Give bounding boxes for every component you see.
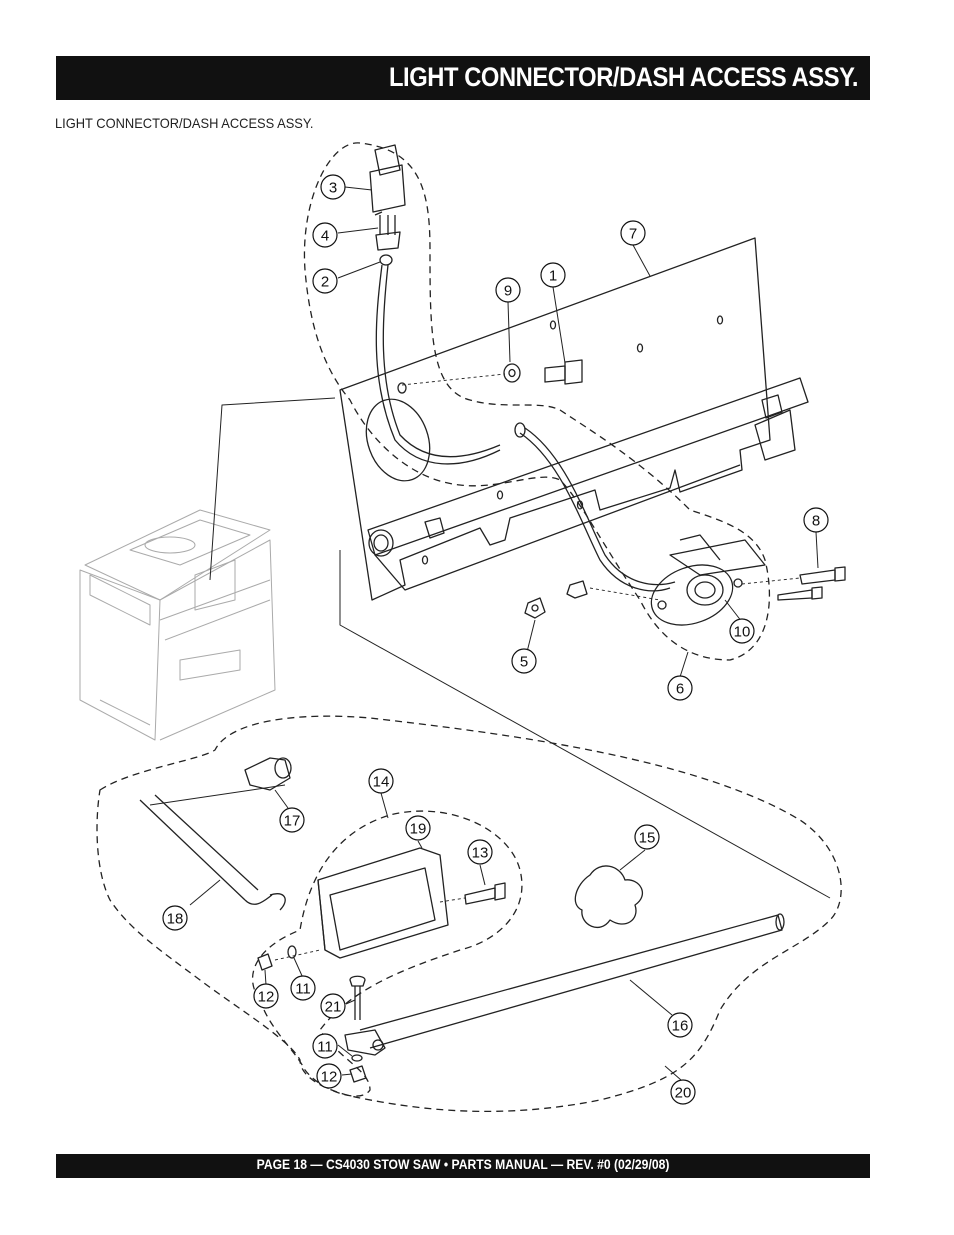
callout-circle (316, 1063, 342, 1089)
callout-12a: 12 (253, 983, 279, 1009)
callout-number: 14 (373, 774, 390, 791)
callout-10: 10 (729, 618, 755, 644)
callout-number: 6 (676, 681, 684, 698)
callout-number: 16 (672, 1018, 689, 1035)
callout-13: 13 (467, 839, 493, 865)
callout-14: 14 (368, 768, 394, 794)
callout-17: 17 (279, 807, 305, 833)
callout-circle (279, 807, 305, 833)
callout-number: 7 (629, 226, 637, 243)
screw-8-drawing (799, 569, 836, 585)
footer-text: PAGE 18 — CS4030 STOW SAW • PARTS MANUAL… (256, 1157, 670, 1172)
callout-circle (803, 507, 829, 533)
callout-3: 3 (320, 174, 346, 200)
callout-circle (540, 262, 566, 288)
bolt-1-drawing (544, 365, 566, 383)
callout-number: 8 (812, 513, 820, 530)
callout-number: 2 (321, 274, 329, 291)
callout-circle (729, 618, 755, 644)
callout-number: 3 (329, 180, 337, 197)
lower-kit-boundary (96, 715, 842, 1113)
callout-circle (511, 648, 537, 674)
callout-circle (320, 174, 346, 200)
callout-number: 15 (639, 830, 656, 847)
callout-number: 21 (325, 999, 342, 1016)
header-bar: LIGHT CONNECTOR/DASH ACCESS ASSY. (56, 56, 870, 100)
wire-assembly-boundary (303, 142, 771, 661)
callout-number: 1 (549, 268, 557, 285)
washer-9-drawing (503, 363, 521, 383)
nut-5-drawing (524, 597, 546, 619)
callout-circle (312, 222, 338, 248)
callout-circle (467, 839, 493, 865)
screw-13-drawing (464, 887, 496, 905)
callout-circle (320, 993, 346, 1019)
callout-6: 6 (667, 675, 693, 701)
frame-leader-line (209, 397, 336, 581)
callout-circle (670, 1079, 696, 1105)
callout-number: 10 (734, 624, 751, 641)
callout-1: 1 (540, 262, 566, 288)
callout-18: 18 (162, 905, 188, 931)
callout-circle (312, 1033, 338, 1059)
callout-circle (667, 1012, 693, 1038)
callout-21: 21 (320, 993, 346, 1019)
page-title: LIGHT CONNECTOR/DASH ACCESS ASSY. (388, 62, 859, 92)
connector-17-drawing (244, 757, 291, 791)
bolt-21-drawing (349, 975, 366, 987)
callout-circle (634, 824, 660, 850)
footer-bar: PAGE 18 — CS4030 STOW SAW • PARTS MANUAL… (56, 1154, 870, 1178)
callout-circle (495, 277, 521, 303)
nut-12-upper-drawing (257, 953, 273, 971)
callout-number: 9 (504, 283, 512, 300)
knob-15-drawing (574, 865, 644, 929)
callout-number: 20 (675, 1085, 692, 1102)
callout-11b: 11 (312, 1033, 338, 1059)
bezel-19-drawing (317, 847, 449, 959)
callout-circle (667, 675, 693, 701)
callout-circle (290, 975, 316, 1001)
dash-bezel-boundary (252, 810, 523, 1097)
callout-19: 19 (405, 815, 431, 841)
callout-7: 7 (620, 220, 646, 246)
callout-number: 12 (258, 989, 275, 1006)
callout-number: 12 (321, 1069, 338, 1086)
callout-circle (405, 815, 431, 841)
callout-number: 5 (520, 654, 528, 671)
callout-2: 2 (312, 268, 338, 294)
callout-circle (253, 983, 279, 1009)
callout-number: 18 (167, 911, 184, 928)
panel-leader-line (339, 550, 831, 899)
rod-16-drawing (359, 913, 785, 1049)
callout-5: 5 (511, 648, 537, 674)
callout-leaders (189, 186, 819, 1081)
callout-number: 13 (472, 845, 489, 862)
socket-assembly-drawing (650, 534, 766, 626)
callout-circle (162, 905, 188, 931)
callout-20: 20 (670, 1079, 696, 1105)
callout-circle (312, 268, 338, 294)
callout-number: 11 (317, 1039, 333, 1056)
callout-15: 15 (634, 824, 660, 850)
spring-18-drawing (139, 784, 286, 911)
connector-plug-drawing (369, 144, 406, 216)
callout-8: 8 (803, 507, 829, 533)
callout-number: 19 (410, 821, 427, 838)
callout-11a: 11 (290, 975, 316, 1001)
callout-16: 16 (667, 1012, 693, 1038)
dash-panel-drawing (339, 237, 809, 601)
callout-number: 17 (284, 813, 301, 830)
diagram-caption: LIGHT CONNECTOR/DASH ACCESS ASSY. (55, 115, 314, 131)
callout-number: 11 (295, 981, 311, 998)
callout-4: 4 (312, 222, 338, 248)
saw-frame-drawing (79, 509, 276, 741)
callout-9: 9 (495, 277, 521, 303)
callout-circle (368, 768, 394, 794)
callout-circle (620, 220, 646, 246)
callout-number: 4 (321, 228, 329, 245)
callout-12b: 12 (316, 1063, 342, 1089)
